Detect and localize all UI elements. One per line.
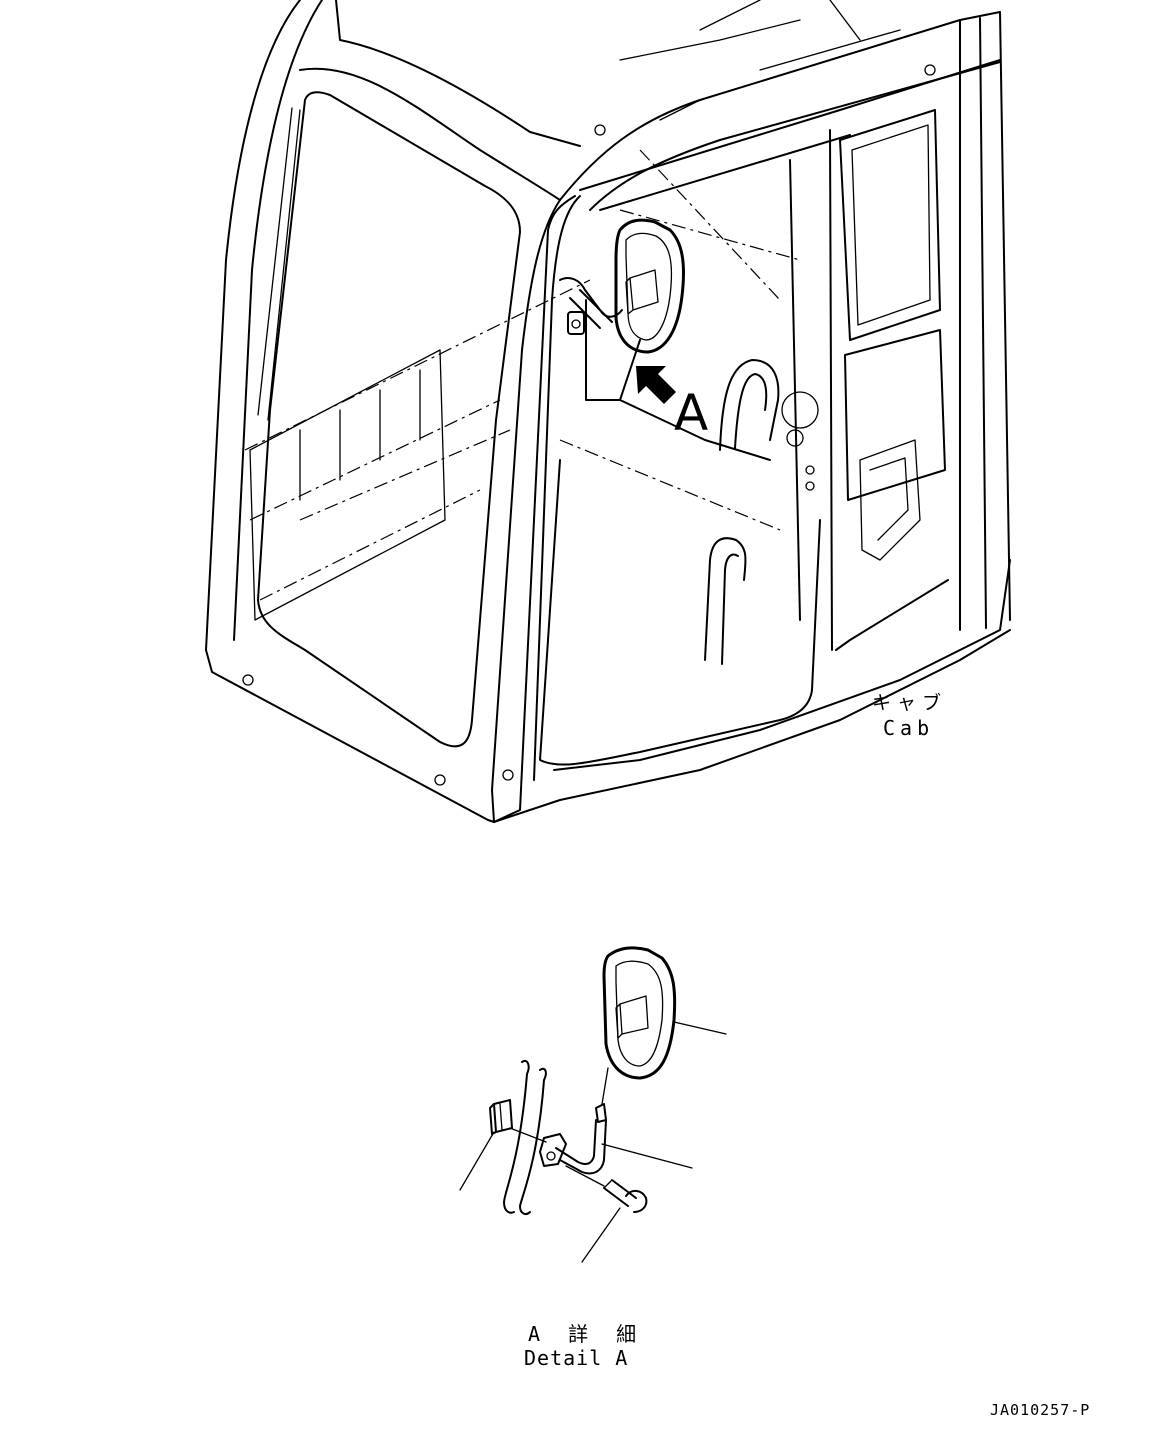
cab-windshield-opening [257,91,521,748]
cab-rear-window-inner [851,124,931,326]
cab-door-pillar [491,195,576,823]
arrow-up-left-icon [636,366,676,404]
cab-roof-rail [579,59,1001,211]
cab-front-pillar-inner [233,0,323,641]
cab-hidden-lines [244,149,801,601]
detail-label-en: Detail A [524,1346,629,1370]
cab-roof-front-edge [335,0,581,147]
cab-mirror [559,218,685,354]
cab-inner-side-wall [789,129,949,651]
leader-mirror [673,1021,727,1035]
cab-interior-panel [249,349,446,621]
cab-rear-handrail-inner [734,373,768,449]
cab-rear-pillar [959,11,1011,631]
cab-door-opening [539,459,821,766]
cab-floor-edge [553,559,1011,771]
cab-label-en: Cab [883,716,935,740]
detail-bolt [603,1179,648,1213]
cab-roof-beam [559,11,1001,201]
view-callout-letter: A [674,384,709,442]
cab-rear-handrail [719,359,780,451]
cab-wiper-rail [257,107,301,421]
cab-windshield-top [299,67,561,201]
cab-roof-details [619,0,901,121]
leader-arm [601,1143,693,1169]
cab-roof-beam-lower [589,61,1001,211]
detail-assembly-axis [509,1127,605,1187]
cab-bottom-frame [493,629,1011,823]
detail-pillar [503,1059,530,1214]
cab-view [205,0,1011,823]
leader-clip [459,1131,495,1191]
detail-mirror-arm [539,1067,609,1175]
cab-fasteners [242,64,936,786]
cab-rear-console [859,439,921,561]
detail-label-jp: A 詳 細 [528,1322,645,1346]
detail-pillar-back [519,1067,547,1215]
cab-label-jp: キャブ [872,692,948,714]
detail-mirror [602,946,677,1080]
drawing-number: JA010257-P [990,1401,1091,1419]
detail-clip [489,1099,513,1135]
cab-door-pillar-inner [533,195,581,781]
cab-lower-handrail [704,537,747,661]
detail-a-view [459,946,727,1263]
leader-bolt [581,1207,621,1263]
cab-front-pillar [205,0,495,823]
cab-rear-window-frame [839,109,946,501]
cab-lower-handrail-inner [721,553,739,665]
